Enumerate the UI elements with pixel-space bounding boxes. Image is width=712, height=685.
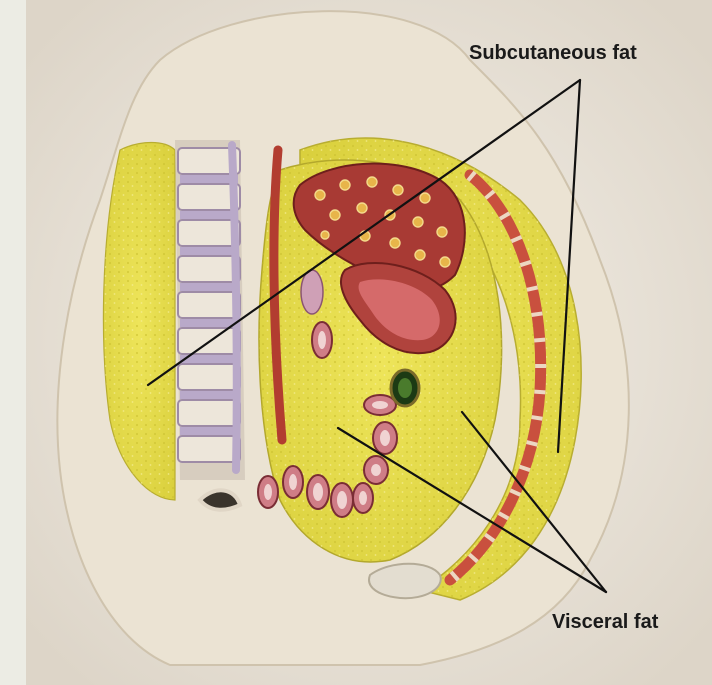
spinal-cord <box>232 145 237 470</box>
subcutaneous-fat-label: Subcutaneous fat <box>469 42 637 65</box>
pelvic-bone <box>200 490 240 509</box>
visceral-fat-label: Visceral fat <box>552 611 658 634</box>
spine <box>175 140 245 480</box>
pancreas <box>301 270 323 314</box>
lower-pelvic-organ <box>369 564 441 598</box>
